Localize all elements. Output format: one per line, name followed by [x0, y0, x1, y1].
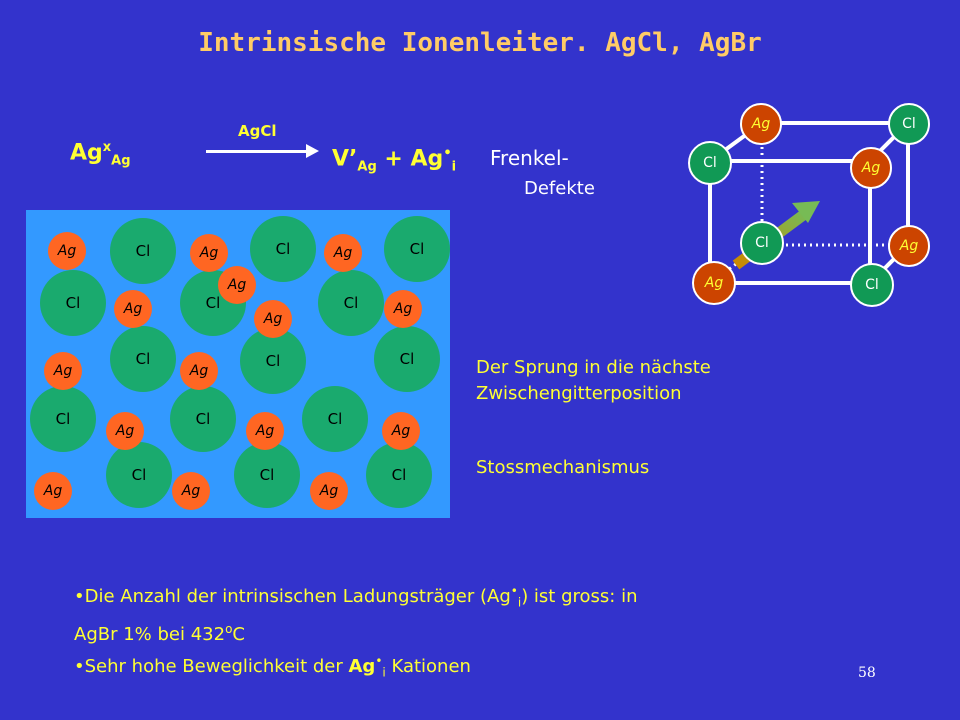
- bullet-1-line2-a: AgBr 1% bei 432: [74, 623, 226, 645]
- lattice-ag-atom: Ag: [106, 412, 144, 450]
- bullet-1: •Die Anzahl der intrinsischen Ladungsträ…: [74, 584, 638, 610]
- lattice-ag-atom: Ag: [172, 472, 210, 510]
- lattice-ag-atom: Ag: [190, 234, 228, 272]
- lattice-ag-atom: Ag: [384, 290, 422, 328]
- lattice-cl-atom: Cl: [302, 386, 368, 452]
- arrow-label: AgCl: [238, 122, 277, 140]
- slide-title: Intrinsische Ionenleiter. AgCl, AgBr: [198, 28, 762, 58]
- bullet-1-part2: ) ist gross: in: [521, 586, 638, 607]
- arrow-right-icon: [306, 144, 319, 158]
- bullet-1-sup: •: [510, 584, 518, 598]
- lattice-ag-atom: Ag: [180, 352, 218, 390]
- lattice-ag-atom: Ag: [34, 472, 72, 510]
- lattice-cl-atom: Cl: [234, 442, 300, 508]
- lattice-cl-atom: Cl: [318, 270, 384, 336]
- slide-number: 58: [858, 665, 876, 681]
- cube-ag-front-bottom-left: Ag: [692, 261, 736, 305]
- lattice-cl-atom: Cl: [170, 386, 236, 452]
- eq-interstitial-sup: •: [443, 146, 452, 161]
- jump-line-2: Zwischengitterposition: [476, 383, 682, 404]
- lattice-cl-atom: Cl: [110, 326, 176, 392]
- eq-left-base: Ag: [70, 140, 103, 166]
- bullet-2-ag: Ag: [348, 655, 376, 677]
- bullet-1-part1: Die Anzahl der intrinsischen Ladungsträg…: [84, 586, 511, 607]
- lattice-cl-atom: Cl: [110, 218, 176, 284]
- eq-left-sup: x: [102, 140, 112, 155]
- lattice-cl-atom: Cl: [40, 270, 106, 336]
- cube-cl-back-top-right: Cl: [888, 103, 930, 145]
- cube-ag-front-top-right: Ag: [850, 147, 892, 189]
- bullet-1-sub: i: [517, 595, 522, 610]
- jump-line-1: Der Sprung in die nächste: [476, 357, 711, 378]
- lattice-ag-atom: Ag: [382, 412, 420, 450]
- defekte-label: Defekte: [524, 178, 595, 199]
- bullet-list: •Die Anzahl der intrinsischen Ladungsträ…: [74, 578, 814, 685]
- lattice-ag-atom: Ag: [310, 472, 348, 510]
- lattice-cl-atom: Cl: [366, 442, 432, 508]
- lattice-ag-atom: Ag: [246, 412, 284, 450]
- bullet-1-line2-b: C: [232, 623, 245, 645]
- lattice-cl-atom: Cl: [374, 326, 440, 392]
- bullet-2: •Sehr hohe Beweglichkeit der Ag•i Kation…: [74, 653, 471, 680]
- eq-plus: +: [376, 146, 411, 172]
- lattice-cl-atom: Cl: [240, 328, 306, 394]
- cube-cl-back-bottom-left: Cl: [740, 221, 784, 265]
- reaction-arrow-line: [206, 150, 308, 153]
- cube-cl-front-bottom-right: Cl: [850, 263, 894, 307]
- bullet-1-line2-sup: o: [225, 621, 233, 636]
- jump-text: Der Sprung in die nächste Zwischengitter…: [476, 355, 711, 407]
- lattice-cl-atom: Cl: [384, 216, 450, 282]
- equation-left: AgxAg: [70, 140, 131, 169]
- frenkel-label: Frenkel-: [490, 146, 569, 170]
- lattice-ag-atom: Ag: [254, 300, 292, 338]
- eq-vacancy-sub: Ag: [357, 159, 377, 175]
- lattice-ag-atom: Ag: [218, 266, 256, 304]
- cube-diagram: Ag Cl Cl Ag Cl Ag Ag Cl: [680, 95, 940, 325]
- equation-right: V’Ag + Ag•i: [332, 146, 456, 175]
- lattice-cl-atom: Cl: [250, 216, 316, 282]
- eq-interstitial: Ag: [410, 146, 444, 172]
- lattice-cl-atom: Cl: [30, 386, 96, 452]
- lattice-ag-atom: Ag: [44, 352, 82, 390]
- eq-vacancy: V’: [332, 146, 358, 172]
- stoss-text: Stossmechanismus: [476, 457, 650, 478]
- cube-ag-back-top-left: Ag: [740, 103, 782, 145]
- lattice-ag-atom: Ag: [114, 290, 152, 328]
- cube-cl-front-top-left: Cl: [688, 141, 732, 185]
- lattice-cl-atom: Cl: [106, 442, 172, 508]
- bullet-2-sup: •: [375, 653, 383, 668]
- lattice-ag-atom: Ag: [48, 232, 86, 270]
- eq-left-sub: Ag: [111, 153, 131, 169]
- eq-interstitial-sub: i: [451, 159, 457, 175]
- cube-ag-back-bottom-right: Ag: [888, 225, 930, 267]
- lattice-ag-atom: Ag: [324, 234, 362, 272]
- bullet-2-sub: i: [382, 665, 386, 680]
- bullet-2-part1: Sehr hohe Beweglichkeit der: [84, 655, 349, 677]
- bullet-1-line2: AgBr 1% bei 432oC: [74, 616, 814, 648]
- bullet-2-part2: Kationen: [385, 655, 471, 677]
